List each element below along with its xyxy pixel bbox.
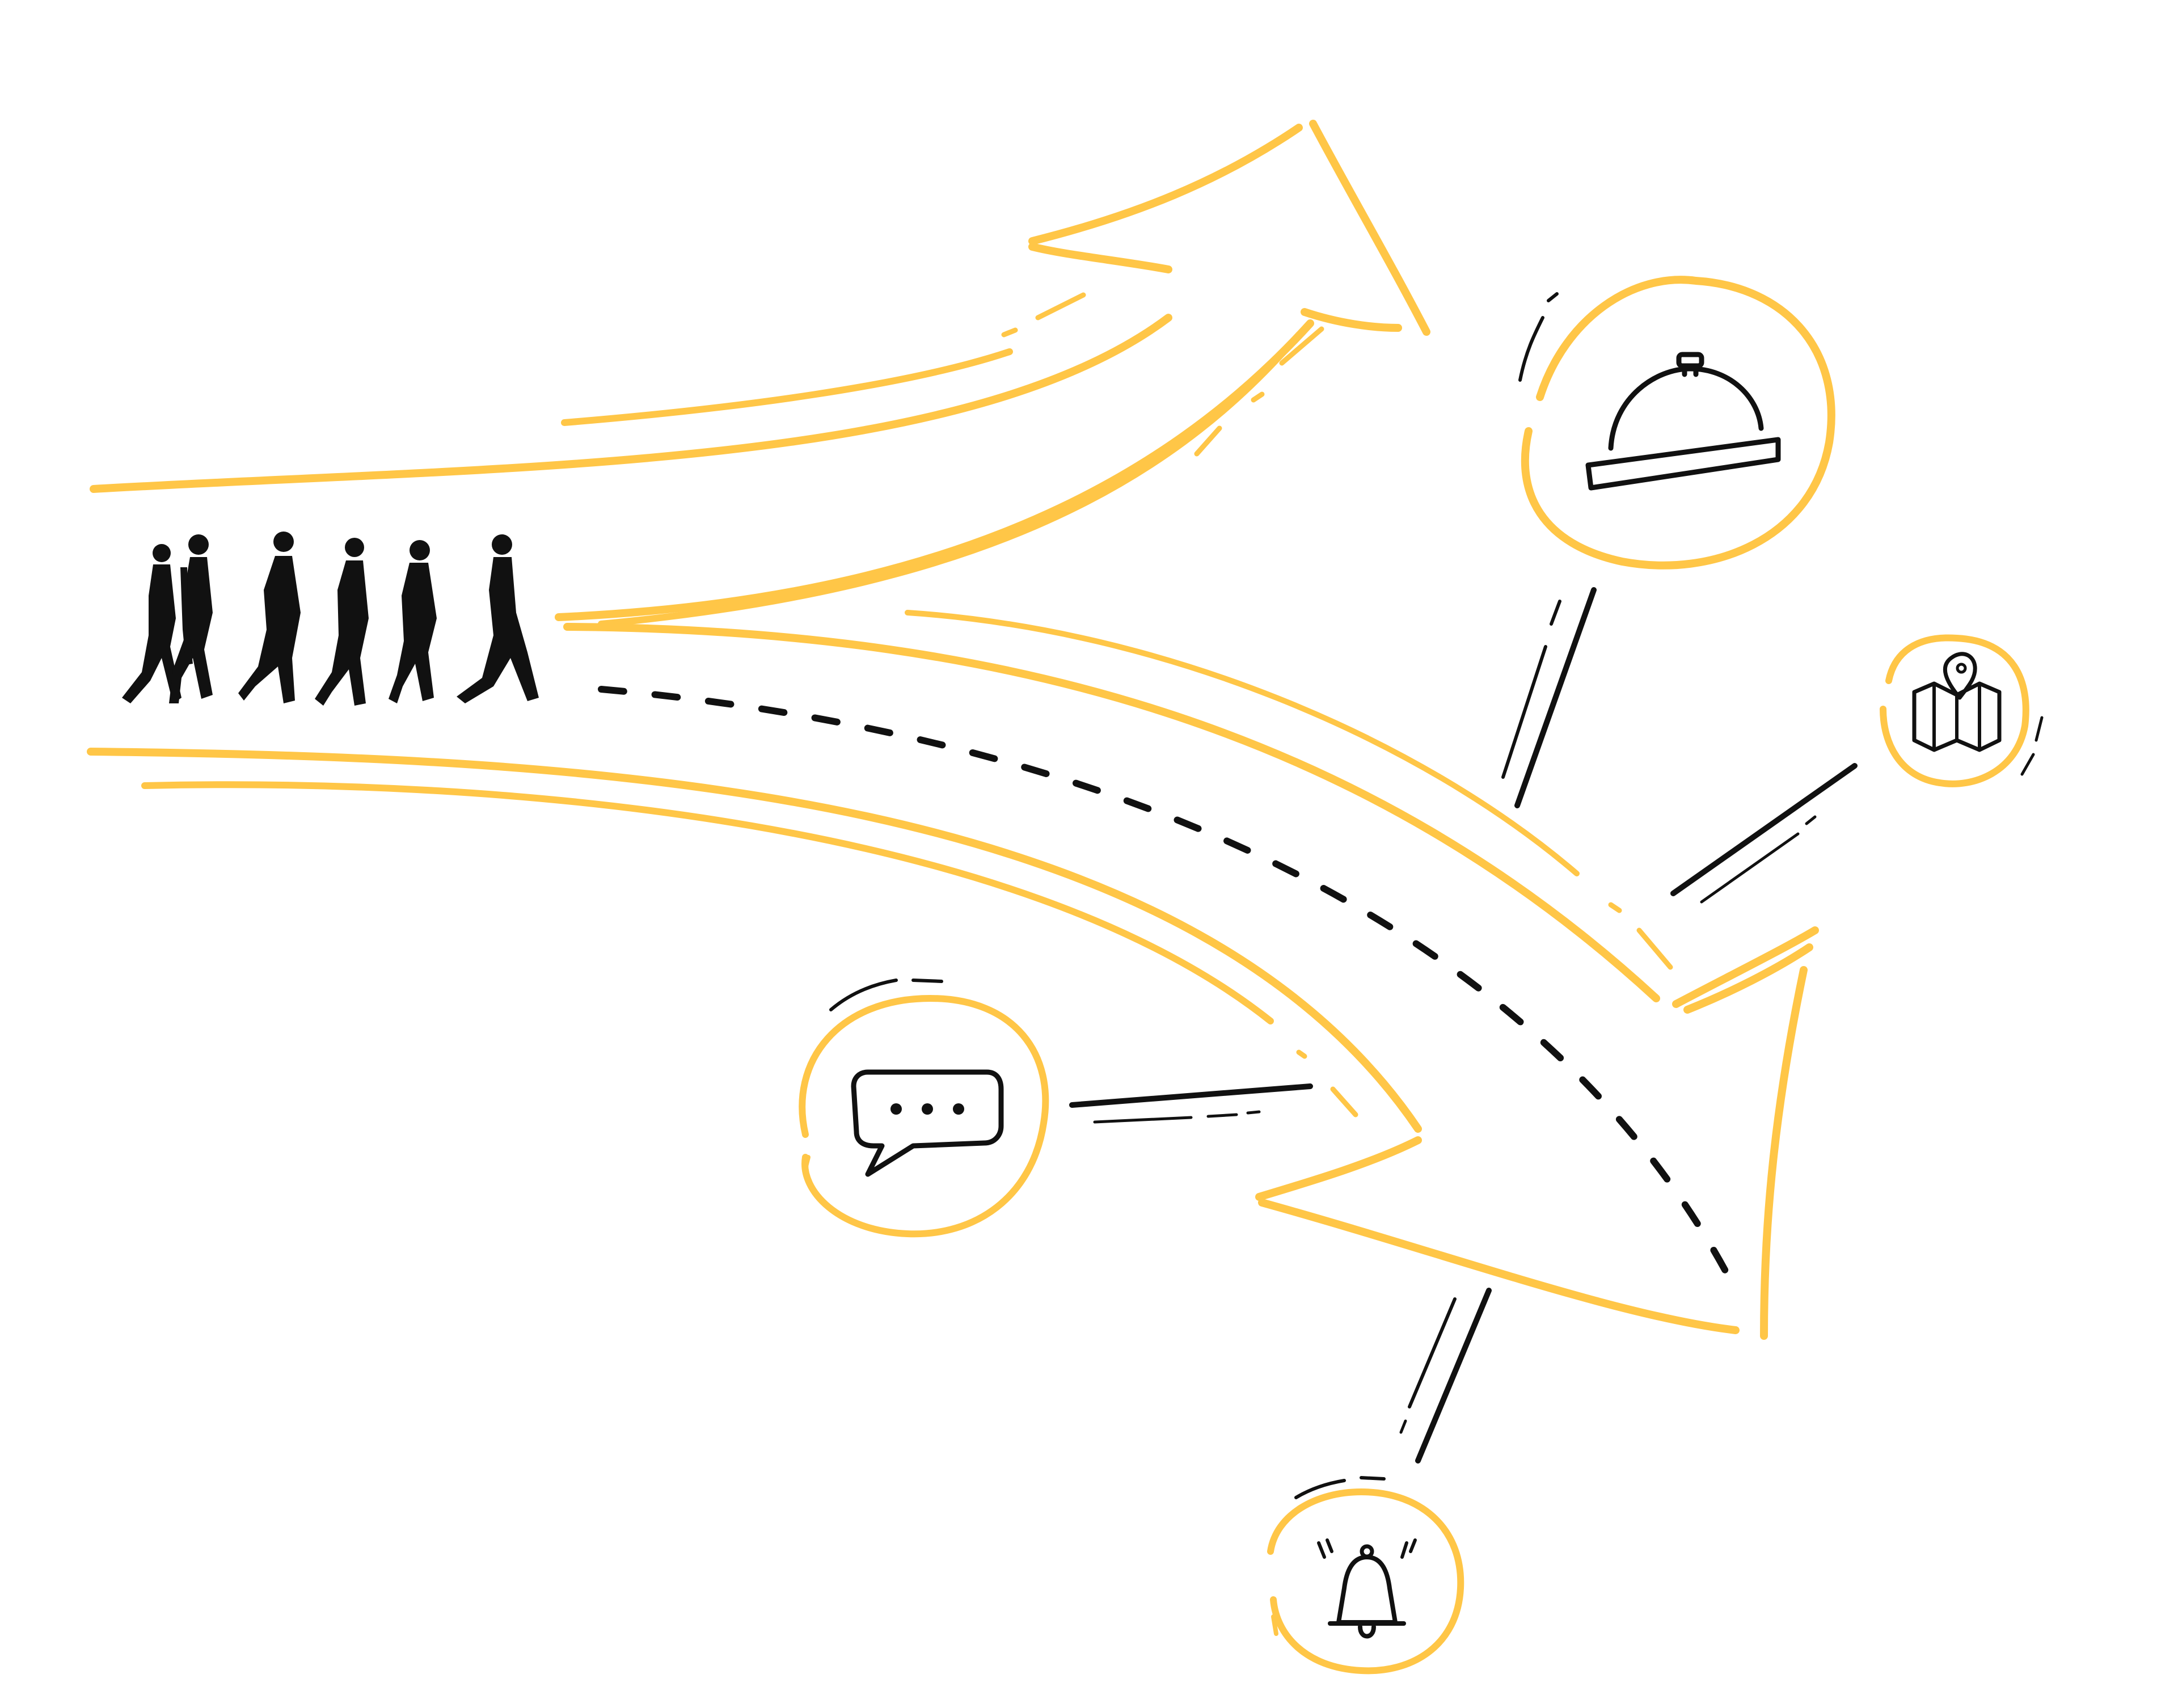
person-silhouette [180, 567, 193, 665]
lower-arrow [87, 610, 1819, 1340]
notification-touchpoint [1267, 1288, 1492, 1675]
person-silhouette [169, 534, 213, 703]
reception-bell-icon [1585, 352, 1781, 491]
journey-dashed-line [598, 686, 1733, 1283]
service-bell-touchpoint [1501, 276, 1835, 808]
person-silhouette [315, 538, 369, 706]
person-silhouette [457, 534, 539, 703]
chat-bubble-icon [851, 1069, 1004, 1177]
walking-people-icon [122, 532, 539, 706]
person-silhouette [122, 544, 182, 703]
chat-touchpoint [799, 979, 1313, 1238]
person-silhouette [238, 532, 301, 703]
map-touchpoint [1670, 634, 2044, 904]
upper-arrow [90, 120, 1430, 627]
notification-bell-icon [1317, 1538, 1417, 1639]
map-pin-icon [1912, 652, 2002, 752]
person-silhouette [389, 540, 437, 703]
